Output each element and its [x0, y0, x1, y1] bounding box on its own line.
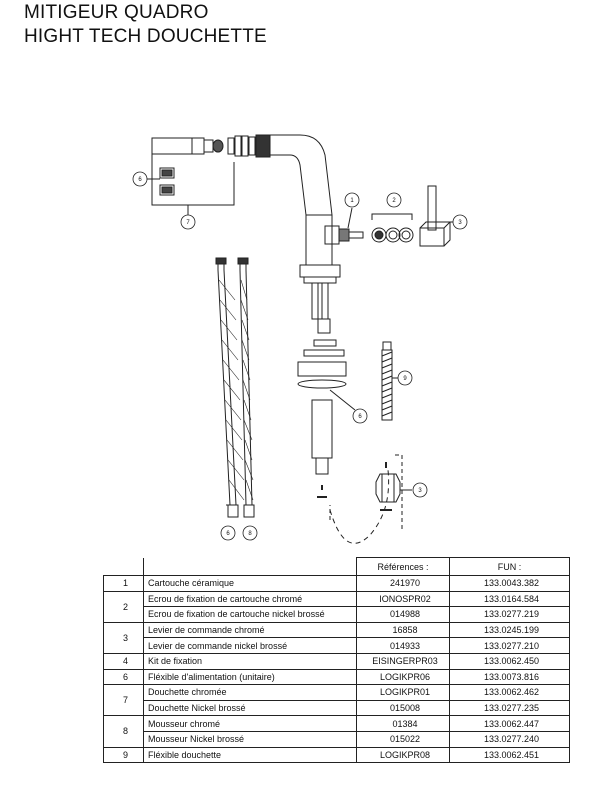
item-description: Kit de fixation: [143, 652, 357, 670]
table-row: 9 Fléxible douchette LOGIKPR08 133.0062.…: [103, 746, 570, 764]
shower-head-part: [151, 134, 271, 206]
title-line-2: HIGHT TECH DOUCHETTE: [24, 26, 267, 47]
table-row: 7 Douchette chromée LOGIKPR01 133.0062.4…: [103, 684, 570, 717]
item-number: 6: [103, 668, 144, 686]
callout-label: 6: [226, 531, 230, 537]
title-line-1: MITIGEUR QUADRO: [24, 2, 209, 23]
callouts: [132, 171, 468, 541]
item-reference: 015022: [356, 730, 450, 748]
table-row: Mousseur Nickel brossé 015022 133.0277.2…: [104, 730, 570, 748]
item-number: 2: [103, 590, 144, 623]
item-reference: EISINGERPR03: [356, 652, 450, 670]
item-fun: 133.0277.240: [449, 730, 570, 748]
callout-label: 9: [403, 376, 407, 382]
item-number: 3: [103, 621, 144, 654]
callout-label: 3: [418, 488, 422, 494]
item-reference: LOGIKPR01: [356, 684, 450, 701]
item-description: Mousseur Nickel brossé: [143, 730, 357, 748]
hose-path-dashed: [329, 469, 390, 544]
item-number: 8: [103, 715, 144, 748]
callout-label: 6: [138, 177, 142, 183]
table-row: 1 Cartouche céramique 241970 133.0043.38…: [103, 575, 570, 592]
item-description: Fléxible d'alimentation (unitaire): [143, 668, 357, 686]
item-fun: 133.0062.451: [449, 746, 570, 764]
item-reference: 241970: [356, 575, 450, 592]
item-fun: 133.0277.210: [449, 637, 570, 654]
item-description: Fléxible douchette: [143, 746, 357, 764]
item-reference: LOGIKPR06: [356, 668, 450, 686]
item-description: Douchette chromée: [143, 684, 357, 701]
item-description: Ecrou de fixation de cartouche chromé: [143, 590, 357, 608]
supply-hoses: [215, 257, 255, 518]
callout-label: 6: [358, 414, 362, 420]
item-reference: 16858: [356, 621, 450, 639]
item-reference: 01384: [356, 715, 450, 732]
item-number: 9: [103, 746, 144, 764]
item-fun: 133.0043.382: [449, 575, 570, 592]
item-fun: 133.0277.235: [449, 699, 570, 717]
table-row: 2 Ecrou de fixation de cartouche chromé …: [103, 590, 570, 623]
table-row: 6 Fléxible d'alimentation (unitaire) LOG…: [103, 668, 570, 686]
callout-label: 1: [350, 198, 354, 204]
table-row: Douchette Nickel brossé 015008 133.0277.…: [104, 699, 570, 717]
item-description: Douchette Nickel brossé: [143, 699, 357, 717]
item-fun: 133.0245.199: [449, 621, 570, 639]
item-reference: 014933: [356, 637, 450, 654]
table-row: Levier de commande nickel brossé 014933 …: [104, 637, 570, 654]
table-row: 3 Levier de commande chromé 16858 133.02…: [103, 621, 570, 654]
item-reference: 014988: [356, 606, 450, 623]
inner-pipes: [297, 282, 347, 498]
aerator-nut: [375, 462, 401, 511]
parts-table: Références : FUN : 1 Cartouche céramique…: [103, 557, 570, 764]
table-row: 8 Mousseur chromé 01384 133.0062.447: [103, 715, 570, 748]
header-references: Références :: [356, 557, 450, 576]
item-number: 4: [103, 652, 144, 670]
item-reference: 015008: [356, 699, 450, 717]
item-fun: 133.0062.447: [449, 715, 570, 732]
callout-label: 7: [186, 220, 190, 226]
header-fun: FUN :: [449, 557, 570, 576]
table-row: 4 Kit de fixation EISINGERPR03 133.0062.…: [103, 652, 570, 670]
table-row: Ecrou de fixation de cartouche nickel br…: [104, 606, 570, 623]
item-fun: 133.0062.462: [449, 684, 570, 701]
item-fun: 133.0277.219: [449, 606, 570, 623]
item-fun: 133.0073.816: [449, 668, 570, 686]
item-description: Ecrou de fixation de cartouche nickel br…: [143, 606, 357, 623]
item-reference: IONOSPR02: [356, 590, 450, 608]
item-number: 7: [103, 684, 144, 717]
callout-label: 3: [458, 220, 462, 226]
item-number: 1: [103, 575, 144, 592]
item-fun: 133.0164.584: [449, 590, 570, 608]
callout-label: 8: [248, 531, 252, 537]
item-fun: 133.0062.450: [449, 652, 570, 670]
exploded-diagram: 6 7 1 2 3 9 6 3 6 8: [132, 134, 468, 544]
item-description: Levier de commande nickel brossé: [143, 637, 357, 654]
item-reference: LOGIKPR08: [356, 746, 450, 764]
item-description: Mousseur chromé: [143, 715, 357, 732]
item-description: Levier de commande chromé: [143, 621, 357, 639]
item-description: Cartouche céramique: [143, 575, 357, 592]
callout-label: 2: [392, 198, 396, 204]
spout-body: [270, 134, 452, 284]
